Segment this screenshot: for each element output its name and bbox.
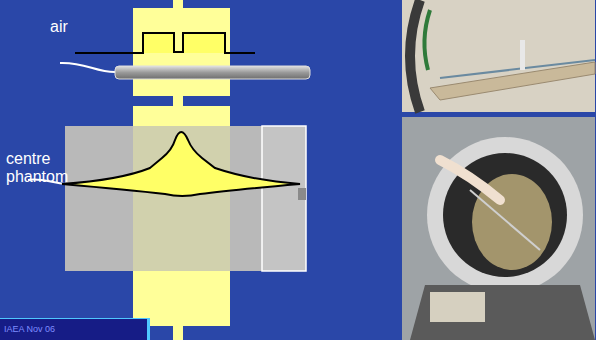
footer-box: IAEA Nov 06 bbox=[0, 318, 150, 340]
chamber-rod bbox=[470, 190, 540, 250]
pencil-chamber-photo bbox=[440, 60, 595, 78]
photo-background bbox=[402, 117, 595, 340]
photo-chamber-in-air bbox=[402, 0, 595, 112]
phantom-end bbox=[262, 126, 306, 271]
holder bbox=[520, 40, 525, 70]
beam-tab bbox=[173, 96, 183, 106]
beam-tab bbox=[173, 0, 183, 8]
caption-label: centre phantom bbox=[6, 150, 68, 186]
dose-profile-phantom bbox=[62, 132, 300, 196]
cable bbox=[60, 63, 115, 72]
photo-background bbox=[402, 0, 595, 112]
caption-label: air bbox=[50, 18, 90, 36]
support-table bbox=[430, 62, 595, 100]
beam-tab bbox=[173, 326, 183, 340]
hand bbox=[440, 160, 500, 200]
pencil-chamber bbox=[115, 66, 310, 79]
gantry-ring bbox=[410, 0, 420, 112]
dose-profile-outline bbox=[75, 33, 255, 53]
footer-text: IAEA Nov 06 bbox=[0, 319, 147, 339]
chamber-hole bbox=[298, 188, 306, 200]
electrometer bbox=[430, 292, 485, 322]
cable-green bbox=[424, 10, 430, 70]
photo-phantom-in-ct bbox=[402, 117, 595, 340]
gantry-face bbox=[427, 137, 583, 293]
patient-table bbox=[410, 285, 595, 340]
